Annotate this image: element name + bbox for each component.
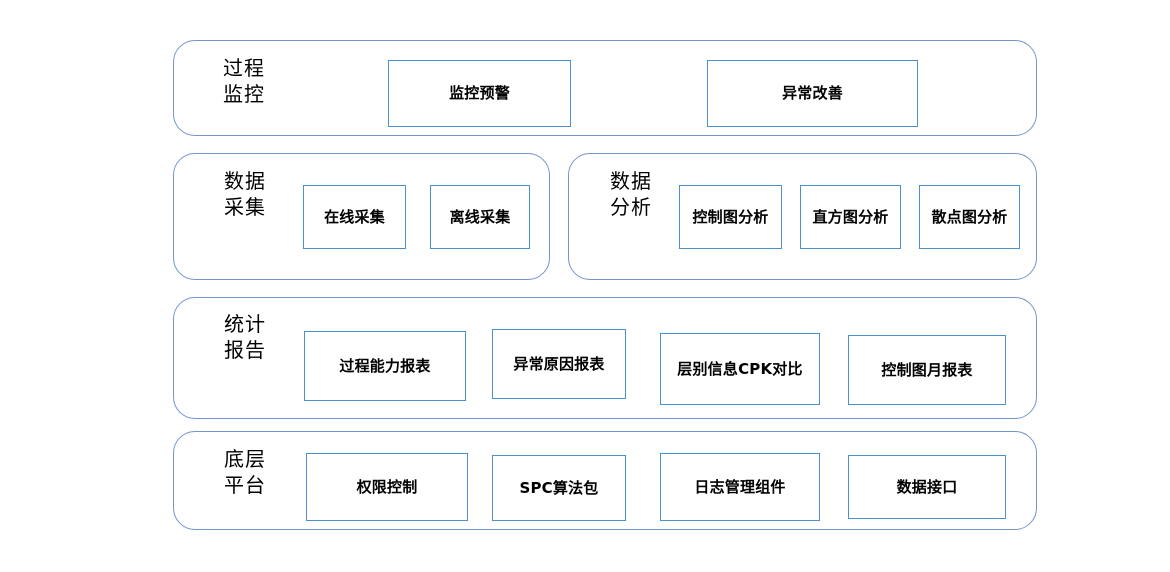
module-label-offline-collection: 离线采集 bbox=[449, 207, 511, 226]
layer-label-data-collection: 数据 采集 bbox=[224, 171, 266, 219]
module-monitoring-alert[interactable]: 监控预警 bbox=[388, 60, 571, 127]
module-label-scatter-chart-analysis: 散点图分析 bbox=[931, 207, 1008, 226]
module-label-data-interface: 数据接口 bbox=[896, 477, 958, 496]
module-label-control-chart-monthly-report: 控制图月报表 bbox=[881, 360, 973, 379]
module-label-abnormal-improvement: 异常改善 bbox=[782, 84, 843, 102]
module-histogram-analysis[interactable]: 直方图分析 bbox=[800, 185, 901, 249]
module-abnormal-cause-report[interactable]: 异常原因报表 bbox=[492, 329, 626, 399]
module-label-spc-algorithm-package: SPC算法包 bbox=[519, 478, 599, 497]
module-online-collection[interactable]: 在线采集 bbox=[303, 185, 406, 249]
module-process-capability-report[interactable]: 过程能力报表 bbox=[304, 331, 466, 401]
module-control-chart-analysis[interactable]: 控制图分析 bbox=[679, 185, 782, 249]
module-label-online-collection: 在线采集 bbox=[324, 207, 385, 226]
layer-label-statistical-report: 统计 报告 bbox=[224, 314, 266, 362]
module-permission-control[interactable]: 权限控制 bbox=[306, 453, 468, 521]
module-label-process-capability-report: 过程能力报表 bbox=[339, 356, 431, 375]
layer-label-process-monitoring: 过程 监控 bbox=[223, 58, 265, 106]
module-label-control-chart-analysis: 控制图分析 bbox=[692, 207, 769, 226]
module-spc-algorithm-package[interactable]: SPC算法包 bbox=[492, 455, 626, 521]
module-scatter-chart-analysis[interactable]: 散点图分析 bbox=[919, 185, 1020, 249]
layer-label-base-platform: 底层 平台 bbox=[224, 449, 266, 497]
module-label-log-management-component: 日志管理组件 bbox=[694, 477, 786, 496]
module-label-histogram-analysis: 直方图分析 bbox=[812, 207, 889, 226]
module-data-interface[interactable]: 数据接口 bbox=[848, 455, 1006, 519]
module-label-abnormal-cause-report: 异常原因报表 bbox=[513, 354, 605, 373]
module-label-permission-control: 权限控制 bbox=[356, 477, 418, 496]
module-abnormal-improvement[interactable]: 异常改善 bbox=[707, 60, 918, 127]
layer-label-data-analysis: 数据 分析 bbox=[610, 171, 652, 219]
module-offline-collection[interactable]: 离线采集 bbox=[430, 185, 530, 249]
module-label-stratified-cpk-comparison: 层别信息CPK对比 bbox=[677, 359, 803, 378]
module-log-management-component[interactable]: 日志管理组件 bbox=[660, 453, 820, 521]
module-control-chart-monthly-report[interactable]: 控制图月报表 bbox=[848, 335, 1006, 405]
module-stratified-cpk-comparison[interactable]: 层别信息CPK对比 bbox=[660, 333, 820, 405]
module-label-monitoring-alert: 监控预警 bbox=[449, 84, 510, 102]
